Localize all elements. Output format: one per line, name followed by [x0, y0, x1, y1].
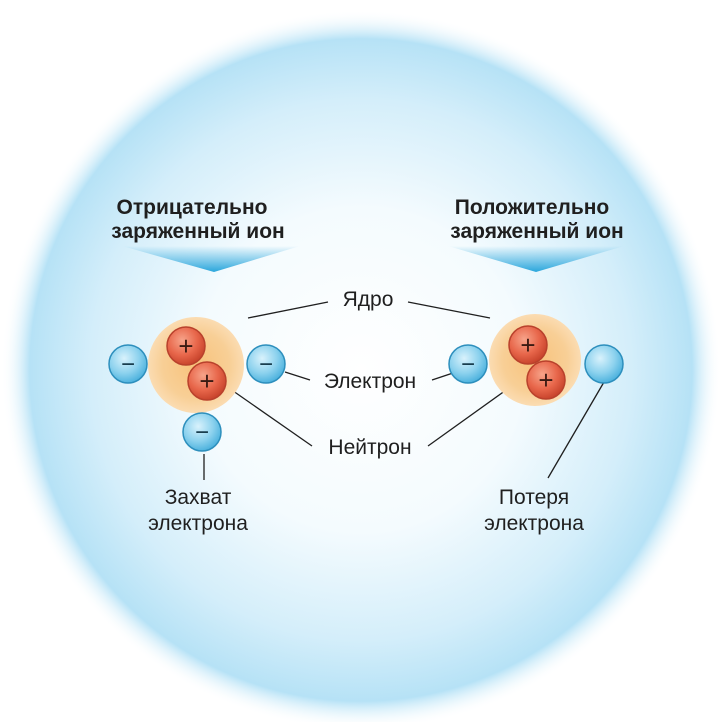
loss-caption-line1: Потеря	[499, 486, 569, 509]
positive-ion: + + −	[448, 314, 624, 406]
svg-text:−: −	[259, 351, 273, 378]
right-title-arrow	[448, 246, 624, 272]
loss-line	[547, 381, 605, 479]
left-title-arrow	[122, 246, 300, 272]
right-proton-top: +	[508, 325, 548, 365]
nucleus-line-left	[247, 301, 329, 319]
nucleus-label: Ядро	[343, 288, 394, 311]
left-electron-captured: −	[182, 412, 222, 452]
neutron-label: Нейтрон	[328, 436, 411, 459]
svg-text:−: −	[195, 419, 209, 446]
right-electron-lost	[584, 344, 624, 384]
neutron-line-left	[225, 385, 313, 447]
svg-text:−: −	[461, 351, 475, 378]
loss-caption-line2: электрона	[484, 512, 584, 535]
svg-text:−: −	[121, 351, 135, 378]
right-title-line1: Положительно	[455, 196, 610, 219]
nucleus-line-right	[407, 301, 491, 319]
capture-caption-line1: Захват	[165, 486, 232, 509]
electron-line-left	[284, 371, 311, 381]
left-electron-inner: −	[246, 344, 286, 384]
svg-text:+: +	[199, 366, 214, 396]
left-title-line2: заряженный ион	[111, 220, 284, 243]
electron-label: Электрон	[324, 370, 416, 393]
svg-text:+: +	[538, 365, 553, 395]
right-electron-inner: −	[448, 344, 488, 384]
capture-caption-line2: электрона	[148, 512, 248, 535]
right-title-line2: заряженный ион	[450, 220, 623, 243]
negative-ion: + + − − −	[108, 317, 286, 452]
left-electron-outer: −	[108, 344, 148, 384]
left-proton-bottom: +	[187, 361, 227, 401]
right-proton-bottom: +	[526, 360, 566, 400]
background-glow	[1, 10, 721, 722]
left-proton-top: +	[166, 326, 206, 366]
svg-text:+: +	[178, 331, 193, 361]
svg-text:+: +	[520, 330, 535, 360]
left-title-line1: Отрицательно	[117, 196, 268, 219]
